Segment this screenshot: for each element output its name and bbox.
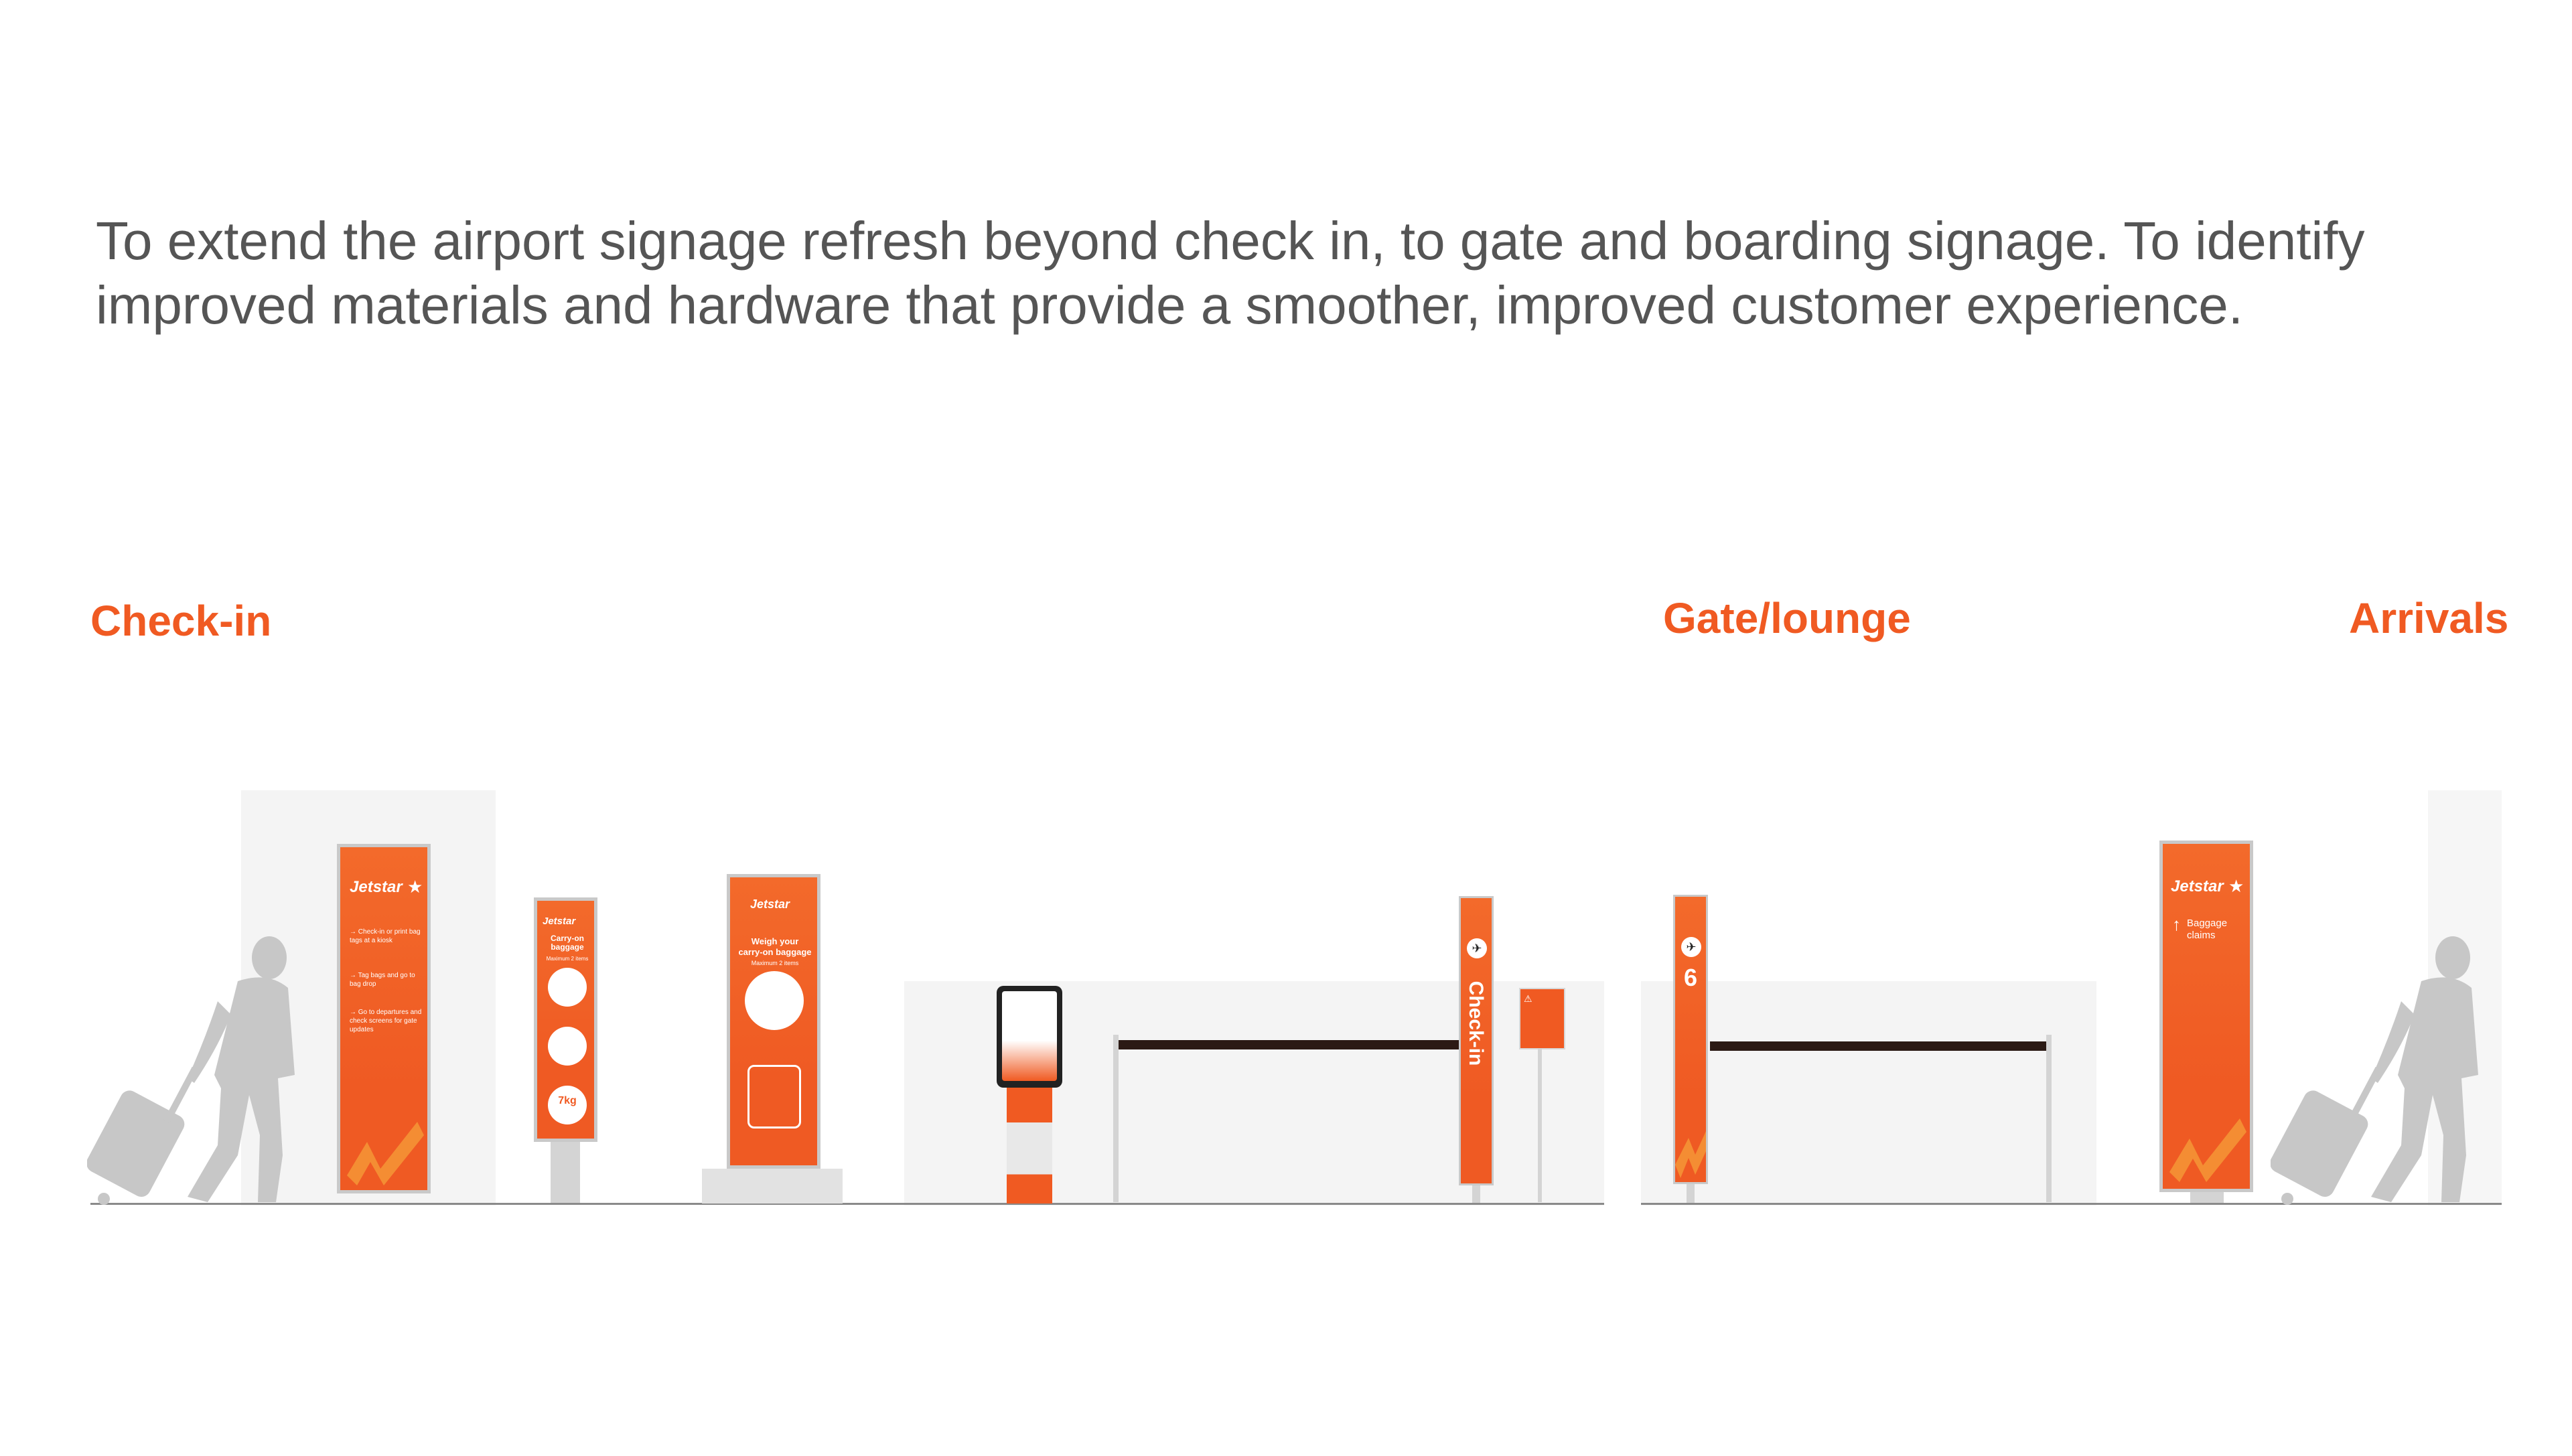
checkin-blade-text: Check-in	[1465, 980, 1487, 1066]
gate-blade-sign: ✈ 6	[1673, 895, 1708, 1184]
scale-circle	[548, 1086, 587, 1124]
checkin-step-2: → Tag bags and go to bag drop	[350, 972, 415, 988]
weight-limit: 7kg	[558, 1095, 577, 1106]
gate-swoosh	[1675, 1131, 1706, 1178]
kiosk-screen	[997, 986, 1062, 1088]
arrivals-star-icon: ★	[2228, 876, 2244, 896]
carry-on-totem-post	[551, 1139, 580, 1203]
barrier-post-left	[1113, 1035, 1119, 1202]
barrier-belt-gate	[1710, 1041, 2046, 1051]
gate-zone-backdrop	[1641, 981, 2096, 1206]
kiosk-display	[1002, 991, 1057, 1081]
floor-line-checkin	[90, 1203, 1604, 1205]
floor-line-gate-arrivals	[1641, 1203, 2502, 1205]
weigh-subtitle: Maximum 2 items	[751, 960, 799, 966]
star-icon: ★	[407, 877, 423, 897]
arrow-up-icon: ↑	[2172, 914, 2181, 934]
plane-icon: ✈	[1467, 938, 1487, 958]
jetstar-logo: Jetstar	[350, 878, 403, 896]
checkin-step-1: → Check-in or print bag tags at a kiosk	[350, 928, 421, 944]
checkin-step-1-text: Check-in or print bag tags at a kiosk	[350, 928, 421, 944]
section-label-gate-lounge: Gate/lounge	[1663, 594, 1911, 642]
jetstar-logo-weigh: Jetstar	[750, 897, 790, 911]
carry-on-subtitle: Maximum 2 items	[546, 956, 589, 962]
kiosk-body	[1007, 1088, 1052, 1204]
arrivals-swoosh	[2169, 1118, 2246, 1182]
gate-number: 6	[1683, 964, 1698, 991]
carry-on-baggage-totem: Jetstar Carry-on baggage Maximum 2 items…	[534, 897, 597, 1142]
carry-on-title: Carry-on baggage	[550, 934, 584, 952]
intro-text: To extend the airport signage refresh be…	[96, 209, 2507, 338]
suitcase-outline	[747, 1065, 801, 1129]
weigh-title: Weigh your carry-on baggage	[738, 936, 812, 957]
gate-barrier-post	[2046, 1035, 2052, 1202]
weigh-carry-on-totem: Jetstar Weigh your carry-on baggage Maxi…	[727, 874, 820, 1169]
gate-blade-post	[1687, 1184, 1695, 1203]
traveller-silhouette-left	[87, 934, 301, 1209]
arrivals-totem: Jetstar ★ ↑ Baggage claims	[2159, 841, 2253, 1192]
barrier-belt-checkin	[1119, 1040, 1461, 1049]
traveller-silhouette-right	[2271, 934, 2485, 1209]
weigh-bags-circle	[745, 971, 804, 1030]
info-stand-panel: ⚠	[1519, 988, 1565, 1049]
intro-line-1: To extend the airport signage refresh be…	[96, 211, 2365, 271]
warning-icon: ⚠	[1524, 993, 1532, 1004]
section-label-arrivals: Arrivals	[2349, 594, 2509, 642]
checkin-info-totem: Jetstar ★ → Check-in or print bag tags a…	[337, 844, 431, 1193]
baggage-claims-text: Baggage claims	[2187, 918, 2228, 941]
suitcase-circle	[548, 968, 587, 1007]
checkin-step-2-text: Tag bags and go to bag drop	[350, 972, 415, 988]
intro-line-2: improved materials and hardware that pro…	[96, 275, 2244, 335]
bag-circle	[548, 1027, 587, 1066]
arrivals-totem-base	[2190, 1192, 2224, 1203]
info-stand-post	[1538, 1048, 1542, 1202]
checkin-step-3-text: Go to departures and check screens for g…	[350, 1009, 422, 1033]
blade-post	[1472, 1185, 1480, 1203]
weigh-totem-base	[702, 1169, 843, 1204]
checkin-blade-sign: ✈ Check-in	[1459, 896, 1494, 1185]
checkin-step-3: → Go to departures and check screens for…	[350, 1009, 422, 1033]
checkin-kiosk	[997, 986, 1064, 1204]
jetstar-logo-small: Jetstar	[543, 916, 576, 927]
gate-plane-icon: ✈	[1681, 937, 1701, 957]
section-label-checkin: Check-in	[90, 597, 272, 645]
swoosh-graphic	[347, 1122, 424, 1185]
jetstar-logo-arrivals: Jetstar	[2171, 877, 2224, 895]
